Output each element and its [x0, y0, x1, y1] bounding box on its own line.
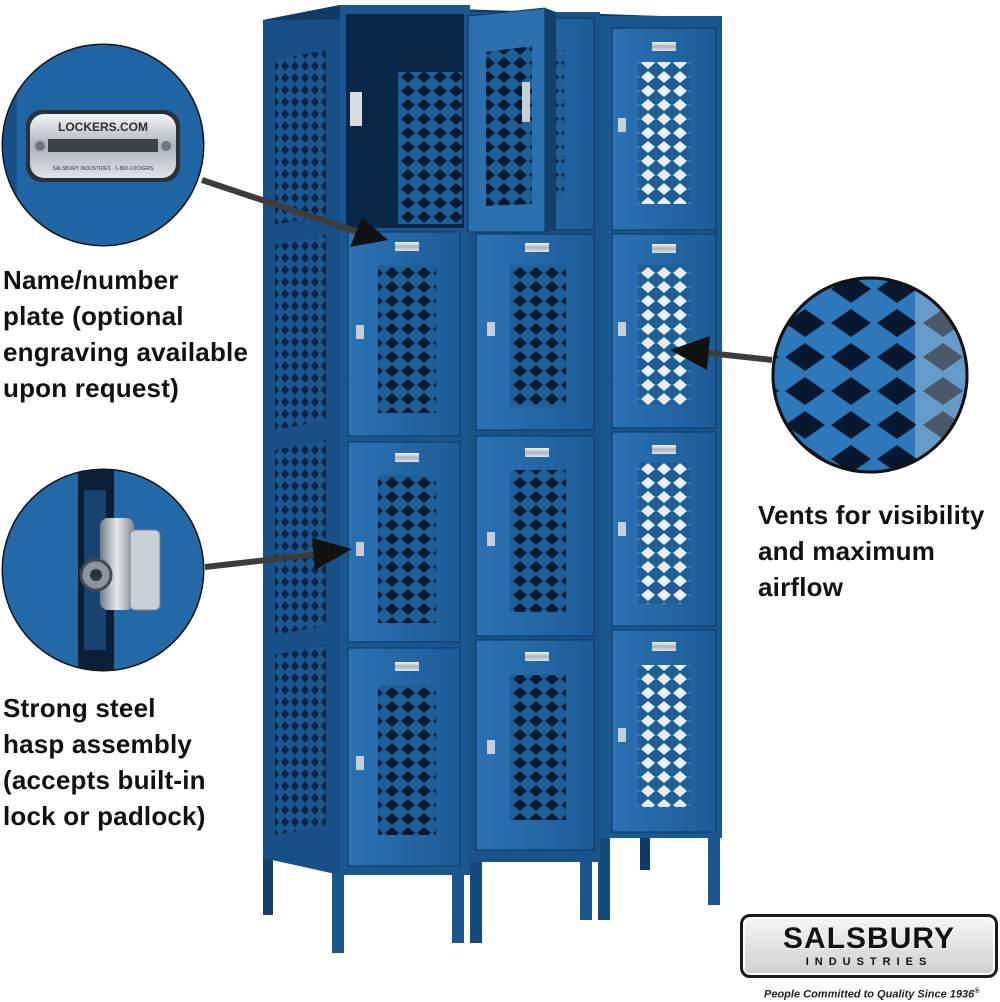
trademark-symbol: ®: [974, 988, 980, 995]
nameplate-callout-line: Name/number: [3, 265, 179, 295]
brand-tagline-text: People Committed to Quality Since 1936: [764, 988, 975, 1001]
vents-arrow: [670, 336, 773, 370]
brand-tagline: People Committed to Quality Since 1936®: [764, 985, 979, 1002]
nameplate-plate-text: LOCKERS.COM: [58, 120, 148, 134]
brand-logo: SALSBURY INDUSTRIES: [740, 914, 998, 978]
callout-arrows: [201, 177, 773, 570]
nameplate-icon: LOCKERS.COM SALSBURY INDUSTRIES · 1-800-…: [1, 43, 205, 247]
open-locker-door: [467, 7, 556, 233]
vents-callout-line: and maximum: [758, 536, 936, 566]
locker-column-3: [611, 27, 717, 833]
nameplate-arrow: [201, 177, 388, 247]
vents-callout-line: Vents for visibility: [758, 500, 985, 530]
nameplate-plate-subtext: SALSBURY INDUSTRIES · 1-800-LOCKERS: [53, 166, 155, 172]
hasp-callout-text: Strong steel hasp assembly (accepts buil…: [3, 690, 206, 834]
nameplate-callout-line: engraving available: [3, 337, 249, 367]
hasp-callout-line: Strong steel: [3, 693, 156, 723]
nameplate-callout-line: plate (optional: [3, 301, 184, 331]
brand-name: SALSBURY: [783, 922, 955, 955]
hasp-callout-line: hasp assembly: [3, 729, 193, 759]
locker-unit: [263, 5, 722, 953]
locker-column-1: [347, 231, 461, 867]
vents-callout-line: airflow: [758, 572, 844, 602]
hasp-icon: [1, 468, 205, 672]
vent-mesh-icon: [771, 276, 969, 474]
hasp-arrow: [204, 538, 352, 570]
nameplate-callout-line: upon request): [3, 373, 179, 403]
brand-subtitle: INDUSTRIES: [805, 956, 933, 968]
hasp-callout-line: (accepts built-in: [3, 765, 206, 795]
nameplate-callout-text: Name/number plate (optional engraving av…: [3, 262, 248, 406]
open-locker-compartment: [346, 14, 464, 228]
vents-callout-text: Vents for visibility and maximum airflow: [758, 497, 985, 605]
hasp-callout-line: lock or padlock): [3, 801, 206, 831]
